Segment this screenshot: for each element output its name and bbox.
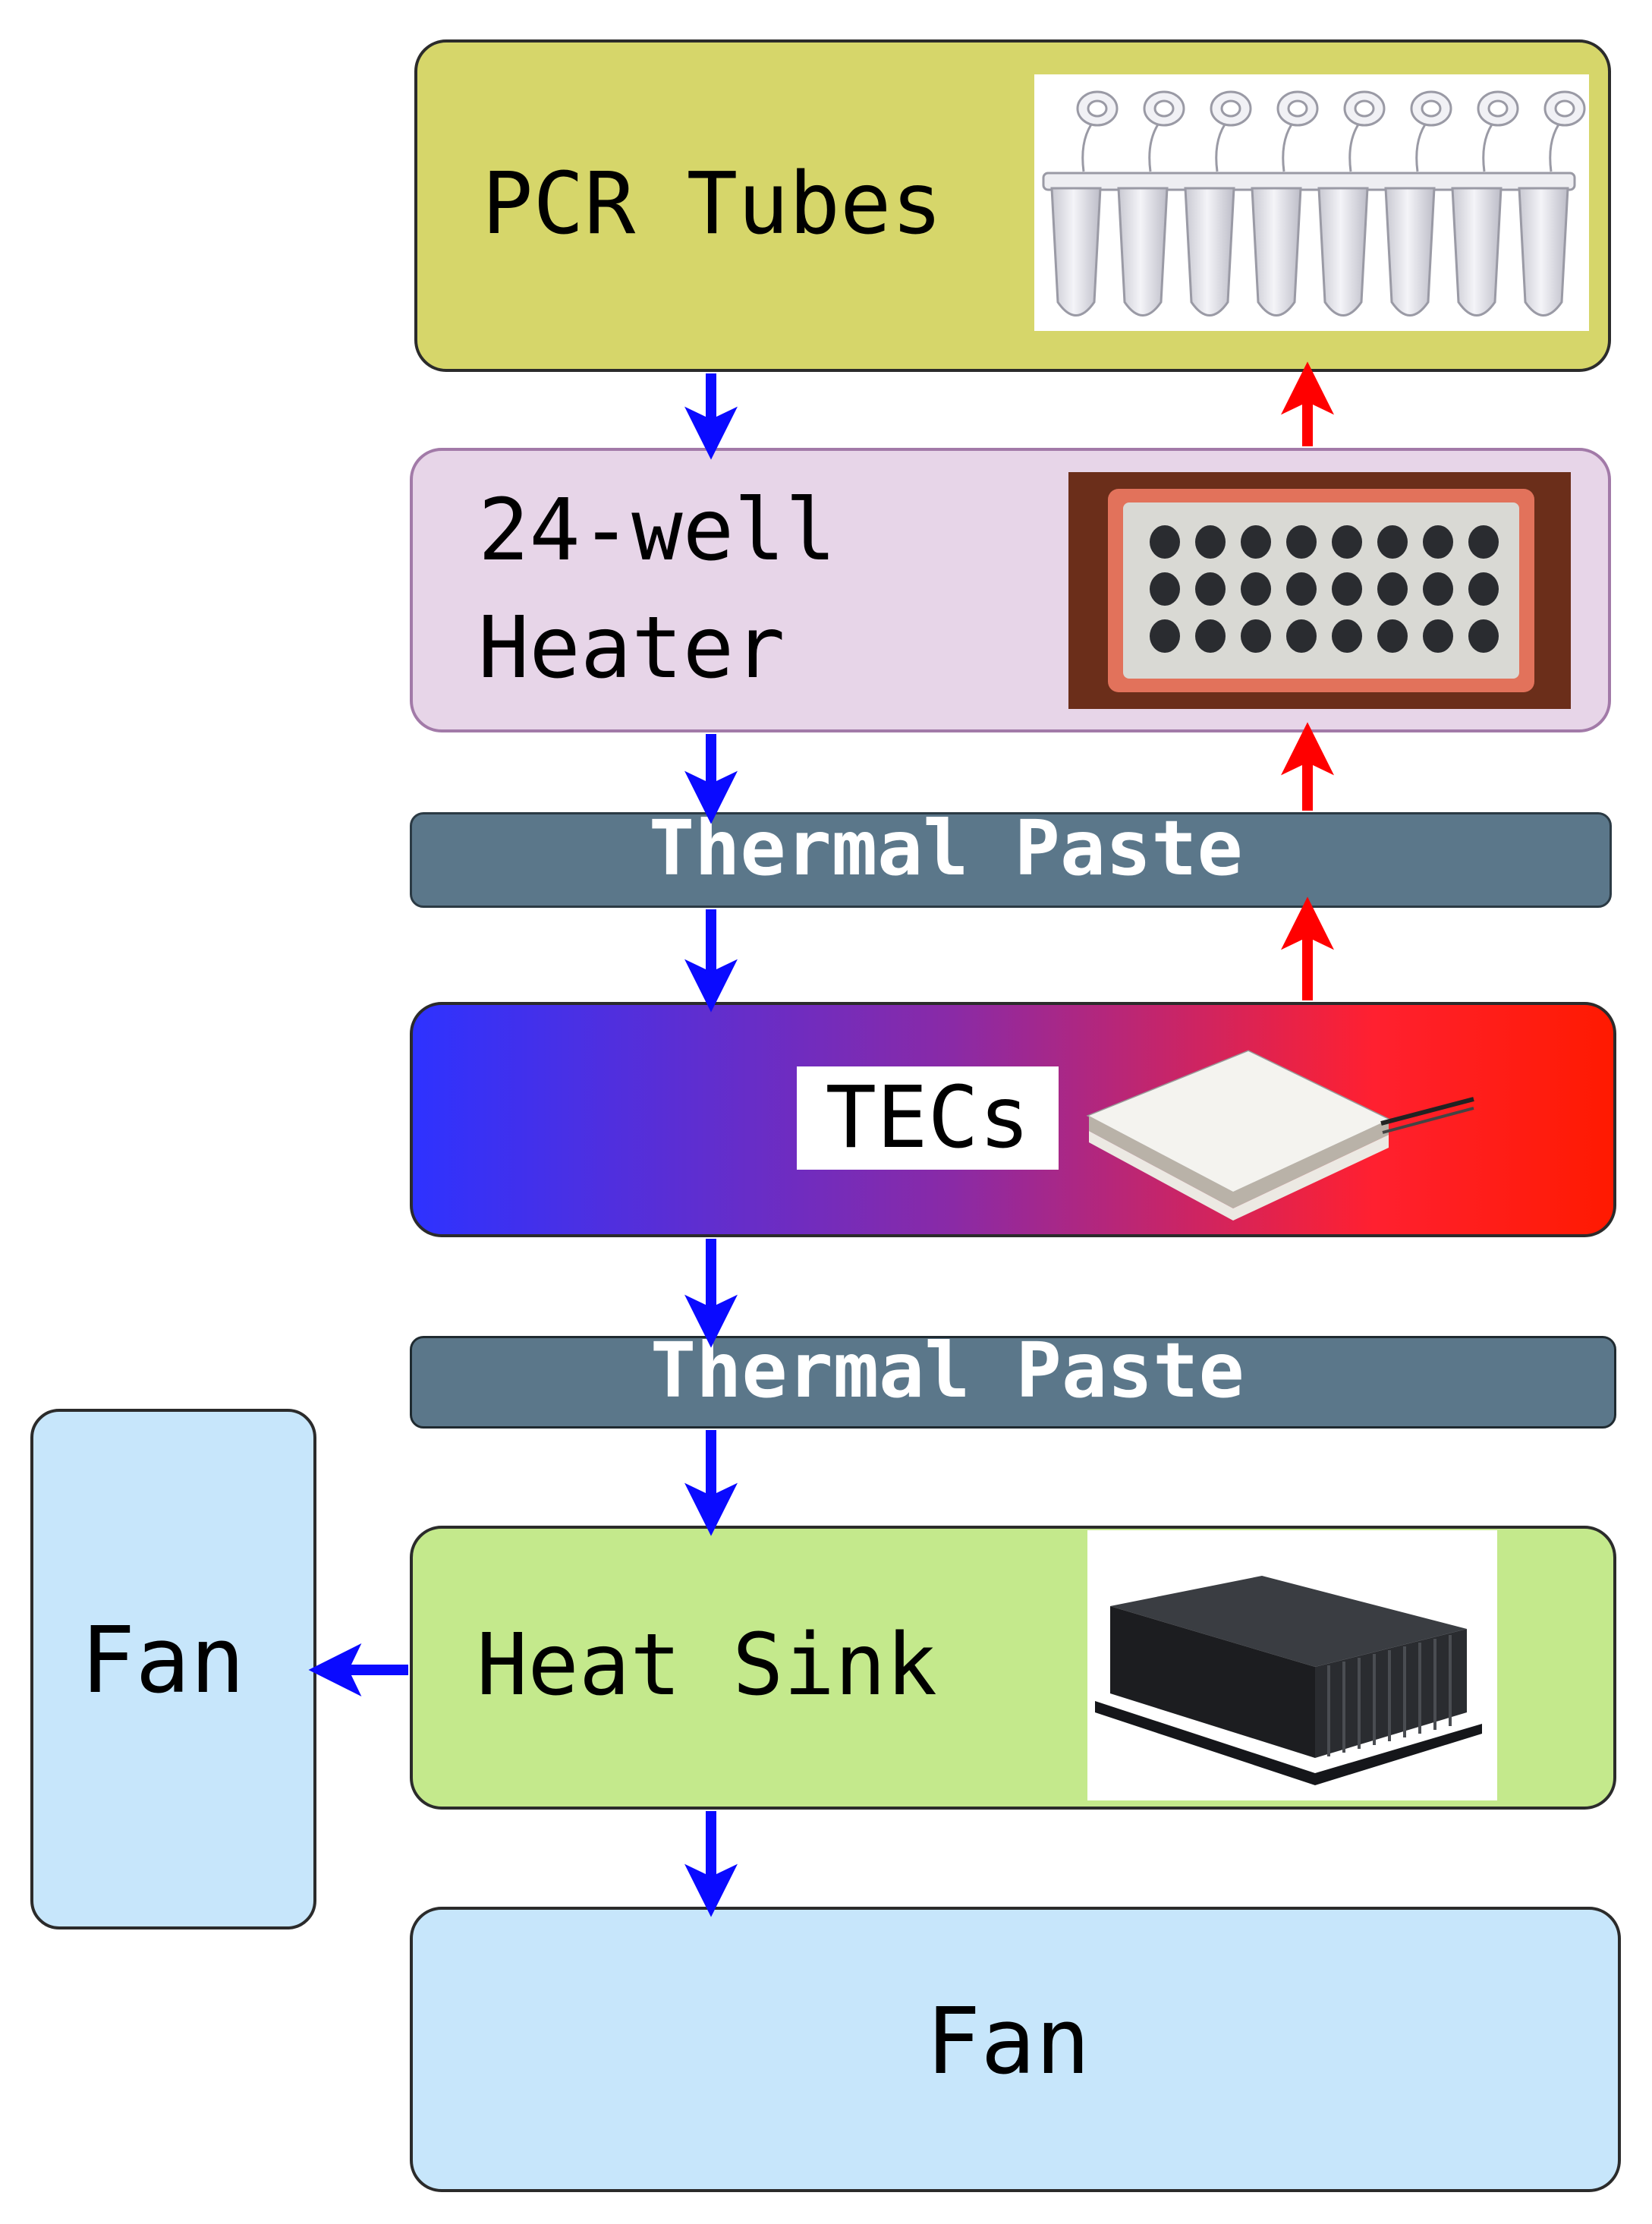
fan-side-label: Fan bbox=[80, 1608, 245, 1714]
pcr-tube bbox=[1050, 187, 1102, 317]
pcr-tube bbox=[1117, 187, 1169, 317]
tecs-label: TECs bbox=[797, 1066, 1059, 1170]
thermal-paste-bottom bbox=[410, 1336, 1616, 1429]
pcr-tube bbox=[1384, 187, 1436, 317]
heat-sink-label: Heat Sink bbox=[477, 1616, 937, 1715]
heater-well bbox=[1377, 619, 1408, 653]
heater-well bbox=[1286, 572, 1317, 606]
heater-well bbox=[1286, 525, 1317, 559]
heater-well bbox=[1332, 525, 1362, 559]
pcr-tube bbox=[1317, 187, 1369, 317]
heater-well bbox=[1377, 572, 1408, 606]
heater-well bbox=[1468, 525, 1499, 559]
heater-well bbox=[1332, 619, 1362, 653]
fan-side-block bbox=[30, 1409, 316, 1929]
heater-well bbox=[1241, 572, 1271, 606]
heater-well bbox=[1241, 619, 1271, 653]
pcr-tube bbox=[1184, 187, 1235, 317]
pcr-tubes-photo bbox=[1034, 74, 1589, 331]
heater-well bbox=[1423, 619, 1453, 653]
heater-well bbox=[1195, 525, 1226, 559]
heater-well bbox=[1195, 572, 1226, 606]
heater-well bbox=[1150, 525, 1180, 559]
heater-well bbox=[1332, 572, 1362, 606]
heater-well bbox=[1150, 619, 1180, 653]
heater-well bbox=[1423, 525, 1453, 559]
pcr-tube bbox=[1518, 187, 1569, 317]
heater-well bbox=[1286, 619, 1317, 653]
tec-photo bbox=[1078, 1010, 1480, 1237]
heat-sink-photo bbox=[1087, 1530, 1497, 1800]
thermal-paste-top bbox=[410, 812, 1612, 908]
pcr-tube bbox=[1251, 187, 1302, 317]
heater-photo bbox=[1068, 472, 1571, 709]
heater-label-line1: 24-well bbox=[478, 481, 837, 580]
fan-bottom-label: Fan bbox=[926, 1989, 1090, 2095]
heater-well bbox=[1195, 619, 1226, 653]
heater-well bbox=[1468, 572, 1499, 606]
heater-well bbox=[1468, 619, 1499, 653]
pcr-tubes-label: PCR Tubes bbox=[482, 155, 942, 254]
heater-well bbox=[1241, 525, 1271, 559]
thermal-paste-bottom-label: Thermal Paste bbox=[650, 1326, 1245, 1415]
heater-well bbox=[1377, 525, 1408, 559]
heater-well bbox=[1423, 572, 1453, 606]
thermal-paste-top-label: Thermal Paste bbox=[649, 804, 1243, 893]
fan-bottom-block bbox=[410, 1907, 1621, 2192]
tube-strip bbox=[1042, 90, 1586, 317]
heater-well bbox=[1150, 572, 1180, 606]
heater-label-line2: Heater bbox=[478, 599, 785, 698]
pcr-tube bbox=[1451, 187, 1503, 317]
